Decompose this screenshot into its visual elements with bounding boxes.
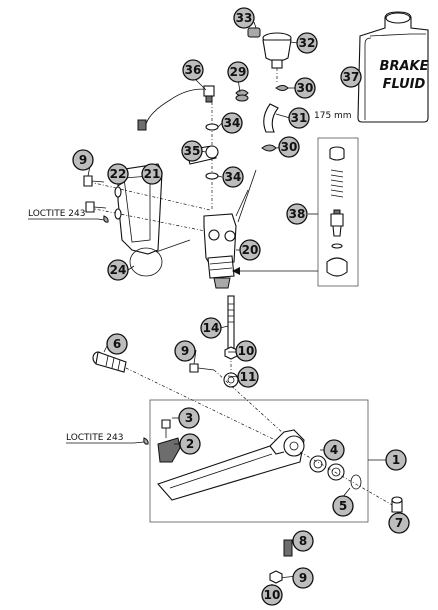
callout-30-top: 30 xyxy=(294,77,316,99)
loctite-note-top: LOCTITE 243 xyxy=(28,209,109,223)
svg-text:30: 30 xyxy=(281,140,298,154)
svg-text:1: 1 xyxy=(392,453,400,467)
pushrod xyxy=(227,295,235,380)
cable-tie xyxy=(129,239,191,277)
svg-text:37: 37 xyxy=(343,70,360,84)
svg-text:10: 10 xyxy=(238,344,255,358)
callout-9-middle: 9 xyxy=(174,340,196,362)
callout-2: 2 xyxy=(179,433,201,455)
callout-37: 37 xyxy=(340,66,362,88)
loctite-note-bottom-text: LOCTITE 243 xyxy=(66,433,123,443)
callout-38: 38 xyxy=(286,203,308,225)
bushing xyxy=(391,496,403,513)
callout-8: 8 xyxy=(292,530,314,552)
callout-7: 7 xyxy=(388,512,410,534)
callout-10-bottom: 10 xyxy=(261,584,283,606)
svg-text:20: 20 xyxy=(242,243,259,257)
brake-light-switch xyxy=(137,85,215,210)
callout-22: 22 xyxy=(107,163,129,185)
callout-9-top: 9 xyxy=(72,149,94,171)
callout-6: 6 xyxy=(106,333,128,355)
brake-fluid-jug: BRAKE FLUID xyxy=(357,11,429,123)
svg-text:10: 10 xyxy=(264,588,281,602)
svg-text:9: 9 xyxy=(181,344,189,358)
callout-11: 11 xyxy=(237,366,259,388)
svg-text:6: 6 xyxy=(113,337,121,351)
jug-label-line1: BRAKE xyxy=(380,59,429,74)
pushrod-fork xyxy=(223,346,239,388)
svg-text:31: 31 xyxy=(291,111,308,125)
callout-33: 33 xyxy=(233,7,255,29)
pivot-bolt xyxy=(92,351,301,453)
loctite-note-top-text: LOCTITE 243 xyxy=(28,209,85,219)
callout-3: 3 xyxy=(178,407,200,429)
pedal-tip xyxy=(157,419,181,463)
svg-text:29: 29 xyxy=(230,65,247,79)
master-cylinder xyxy=(203,169,257,289)
callout-35: 35 xyxy=(181,140,203,162)
svg-text:4: 4 xyxy=(330,443,338,457)
jug-label-line2: FLUID xyxy=(383,77,426,92)
svg-text:2: 2 xyxy=(186,437,194,451)
svg-text:8: 8 xyxy=(299,534,307,548)
svg-text:36: 36 xyxy=(185,63,202,77)
svg-text:5: 5 xyxy=(339,499,347,513)
callout-1: 1 xyxy=(385,449,407,471)
callout-24: 24 xyxy=(107,259,129,281)
repair-kit-box xyxy=(317,137,359,287)
svg-text:22: 22 xyxy=(110,167,127,181)
callout-32: 32 xyxy=(296,32,318,54)
svg-text:32: 32 xyxy=(299,36,316,50)
callout-34-bottom: 34 xyxy=(222,166,244,188)
svg-text:7: 7 xyxy=(395,516,403,530)
fork-bolt xyxy=(189,363,285,435)
svg-text:21: 21 xyxy=(144,167,161,181)
callout-36: 36 xyxy=(182,59,204,81)
svg-text:34: 34 xyxy=(225,170,242,184)
pedal-bearings xyxy=(299,451,395,507)
reservoir xyxy=(247,27,292,82)
callout-30-bottom: 30 xyxy=(278,136,300,158)
svg-text:11: 11 xyxy=(240,370,257,384)
svg-text:38: 38 xyxy=(289,207,306,221)
brake-pedal xyxy=(157,429,305,501)
callout-21: 21 xyxy=(141,163,163,185)
callout-10-top: 10 xyxy=(235,340,257,362)
pedal-assembly-box xyxy=(149,399,369,523)
svg-text:35: 35 xyxy=(184,144,201,158)
svg-text:34: 34 xyxy=(224,116,241,130)
callout-34-top: 34 xyxy=(221,112,243,134)
svg-text:14: 14 xyxy=(203,321,220,335)
callout-5: 5 xyxy=(332,495,354,517)
svg-text:33: 33 xyxy=(236,11,253,25)
loctite-note-bottom: LOCTITE 243 xyxy=(66,433,149,445)
svg-text:3: 3 xyxy=(185,411,193,425)
svg-text:9: 9 xyxy=(79,153,87,167)
repair-kit-parts xyxy=(326,146,348,277)
callout-9-bottom: 9 xyxy=(292,567,314,589)
hose-length-label: 175 mm xyxy=(314,111,352,121)
svg-text:30: 30 xyxy=(297,81,314,95)
callout-4: 4 xyxy=(323,439,345,461)
callout-29: 29 xyxy=(227,61,249,83)
callout-14: 14 xyxy=(200,317,222,339)
svg-text:9: 9 xyxy=(299,571,307,585)
svg-text:24: 24 xyxy=(110,263,127,277)
cover-screws xyxy=(83,175,211,233)
callout-31: 31 xyxy=(288,107,310,129)
callout-20: 20 xyxy=(239,239,261,261)
